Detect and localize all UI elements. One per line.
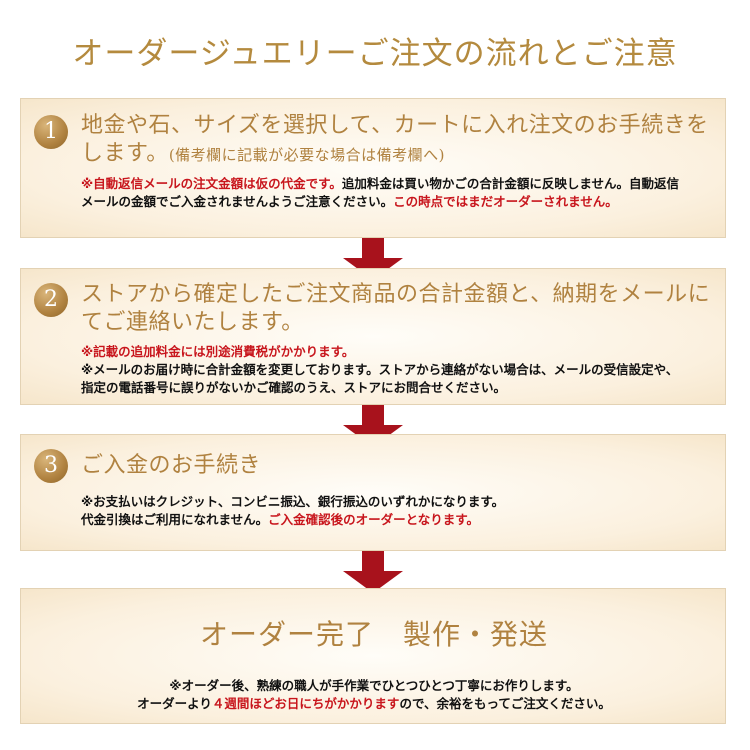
- step-2-note-black-1: ※メールのお届け時に合計金額を変更しております。ストアから連絡がない場合は、メー…: [81, 362, 679, 395]
- step-3-heading-text: ご入金のお手続き: [81, 453, 262, 478]
- step-3-notes: ※お支払いはクレジット、コンビニ振込、銀行振込のいずれかになります。 代金引換は…: [81, 493, 681, 529]
- step-2-heading-text: ストアから確定したご注文商品の合計金額と、納期をメールにてご連絡いたします。: [81, 282, 711, 335]
- step-number-3: 3: [34, 449, 68, 483]
- step-1-heading: 地金や石、サイズを選択して、カートに入れ注文のお手続きをします。(備考欄に記載が…: [81, 112, 711, 169]
- step-2-box: 2 ストアから確定したご注文商品の合計金額と、納期をメールにてご連絡いたします。…: [20, 268, 726, 405]
- step-1-notes: ※自動返信メールの注文金額は仮の代金です。追加料金は買い物かごの合計金額に反映し…: [81, 175, 681, 211]
- step-3-heading: ご入金のお手続き: [81, 452, 711, 480]
- step-1-note-red-2: この時点ではまだオーダーされません。: [393, 194, 618, 209]
- step-3-note-black-2: 代金引換はご利用になれません。: [81, 512, 269, 527]
- final-note-1: ※オーダー後、熟練の職人が手作業でひとつひとつ丁寧にお作りします。: [169, 678, 579, 693]
- step-number-2: 2: [34, 283, 68, 317]
- step-1-note-red-1: ※自動返信メールの注文金額は仮の代金です。: [81, 176, 342, 191]
- step-1-box: 1 地金や石、サイズを選択して、カートに入れ注文のお手続きをします。(備考欄に記…: [20, 98, 726, 238]
- final-note-2-red: ４週間ほどお日にちがかかります: [211, 696, 400, 711]
- final-box: オーダー完了 製作・発送 ※オーダー後、熟練の職人が手作業でひとつひとつ丁寧にお…: [20, 588, 726, 724]
- final-note-2-suffix: ので、余裕をもってご注文ください。: [399, 696, 611, 711]
- final-notes: ※オーダー後、熟練の職人が手作業でひとつひとつ丁寧にお作りします。 オーダーより…: [21, 677, 727, 713]
- step-2-notes: ※記載の追加料金には別途消費税がかかります。 ※メールのお届け時に合計金額を変更…: [81, 343, 681, 397]
- step-3-note-red-1: ご入金確認後のオーダーとなります。: [268, 512, 480, 527]
- step-3-box: 3 ご入金のお手続き ※お支払いはクレジット、コンビニ振込、銀行振込のいずれかに…: [20, 434, 726, 551]
- step-1-heading-note: (備考欄に記載が必要な場合は備考欄へ): [168, 146, 446, 164]
- step-2-heading: ストアから確定したご注文商品の合計金額と、納期をメールにてご連絡いたします。: [81, 281, 711, 337]
- final-note-2-prefix: オーダーより: [137, 696, 212, 711]
- step-1-heading-text: 地金や石、サイズを選択して、カートに入れ注文のお手続きをします。: [81, 113, 709, 166]
- step-2-note-red-1: ※記載の追加料金には別途消費税がかかります。: [81, 344, 355, 359]
- final-heading: オーダー完了 製作・発送: [199, 618, 548, 651]
- step-number-1: 1: [34, 115, 68, 149]
- step-1-note-black-1: 追加料金は買い物かごの合計金額に反映しません。自動返信メールの金額でご入金されま…: [81, 176, 680, 209]
- page-title: オーダージュエリーご注文の流れとご注意: [72, 36, 678, 72]
- step-3-note-black-1: ※お支払いはクレジット、コンビニ振込、銀行振込のいずれかになります。: [81, 494, 505, 509]
